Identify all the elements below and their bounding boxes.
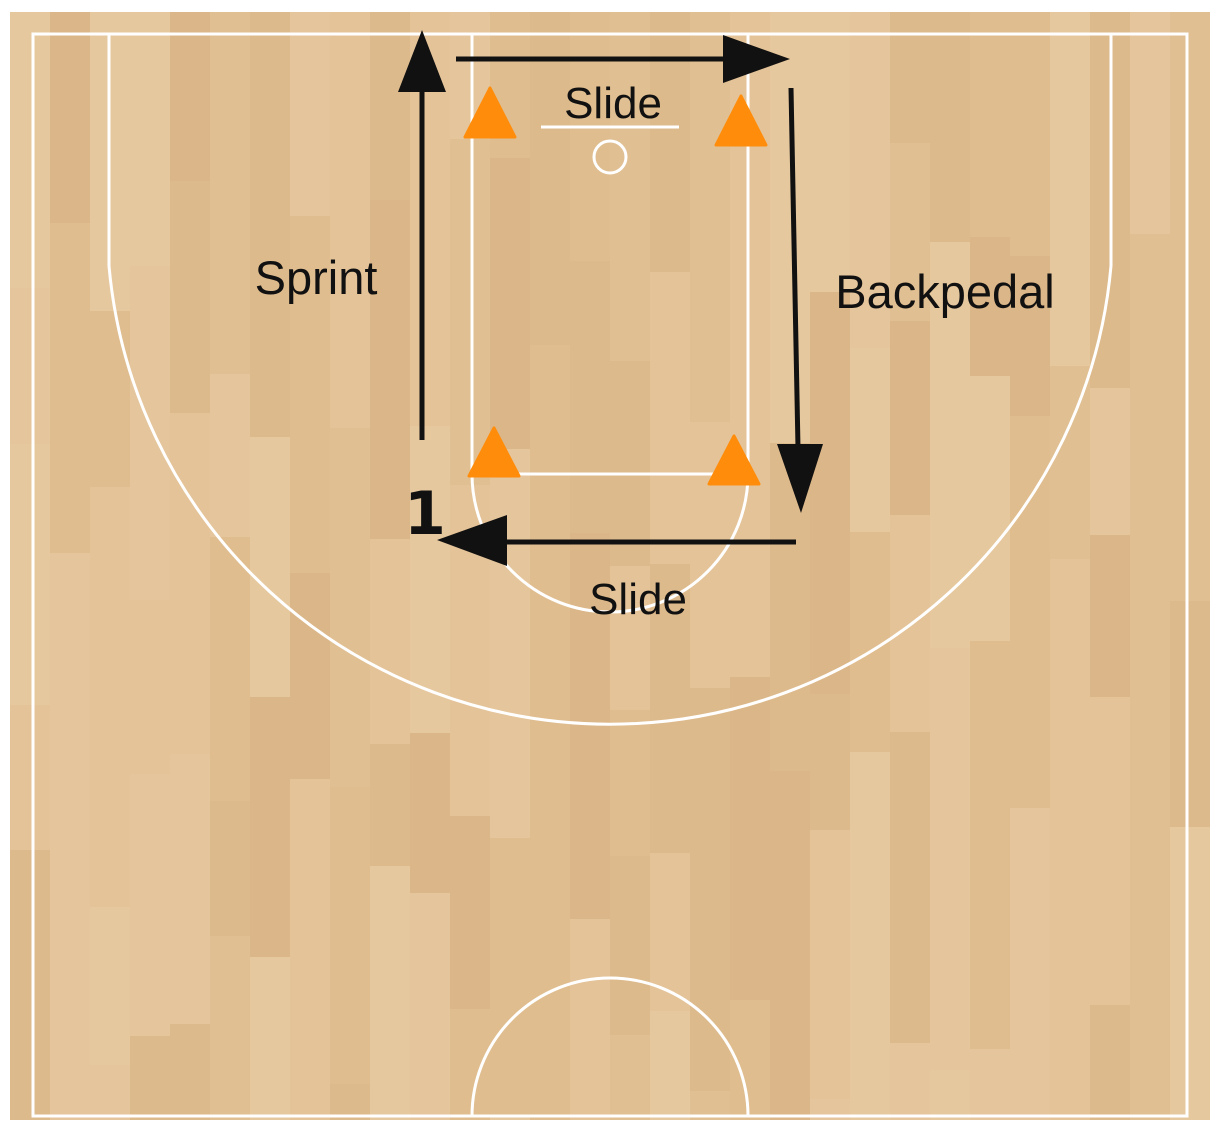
backpedal-arrow xyxy=(777,87,823,513)
hardwood-floor xyxy=(10,12,1210,1120)
label-slide-top: Slide xyxy=(564,79,662,128)
cone-bottom-right xyxy=(707,434,761,486)
cone-top-right xyxy=(714,94,768,147)
movement-arrows xyxy=(398,30,823,566)
three-point-arc xyxy=(107,265,1113,726)
player-1-marker: 1 xyxy=(404,479,446,549)
court-lines xyxy=(31,32,1189,1118)
cone-top-left xyxy=(463,86,517,139)
cones xyxy=(463,86,768,486)
paint-lane xyxy=(470,32,750,476)
labels: Slide Sprint Backpedal Slide 1 xyxy=(255,79,1055,624)
slide-bottom-arrow xyxy=(437,515,796,566)
basket-rim xyxy=(592,139,628,175)
center-circle xyxy=(470,976,750,1117)
slide-top-arrow xyxy=(456,35,790,83)
label-backpedal: Backpedal xyxy=(835,265,1055,318)
cone-bottom-left xyxy=(467,426,521,478)
label-sprint: Sprint xyxy=(255,251,378,304)
label-slide-bottom: Slide xyxy=(589,575,687,624)
sprint-arrow xyxy=(398,30,446,440)
